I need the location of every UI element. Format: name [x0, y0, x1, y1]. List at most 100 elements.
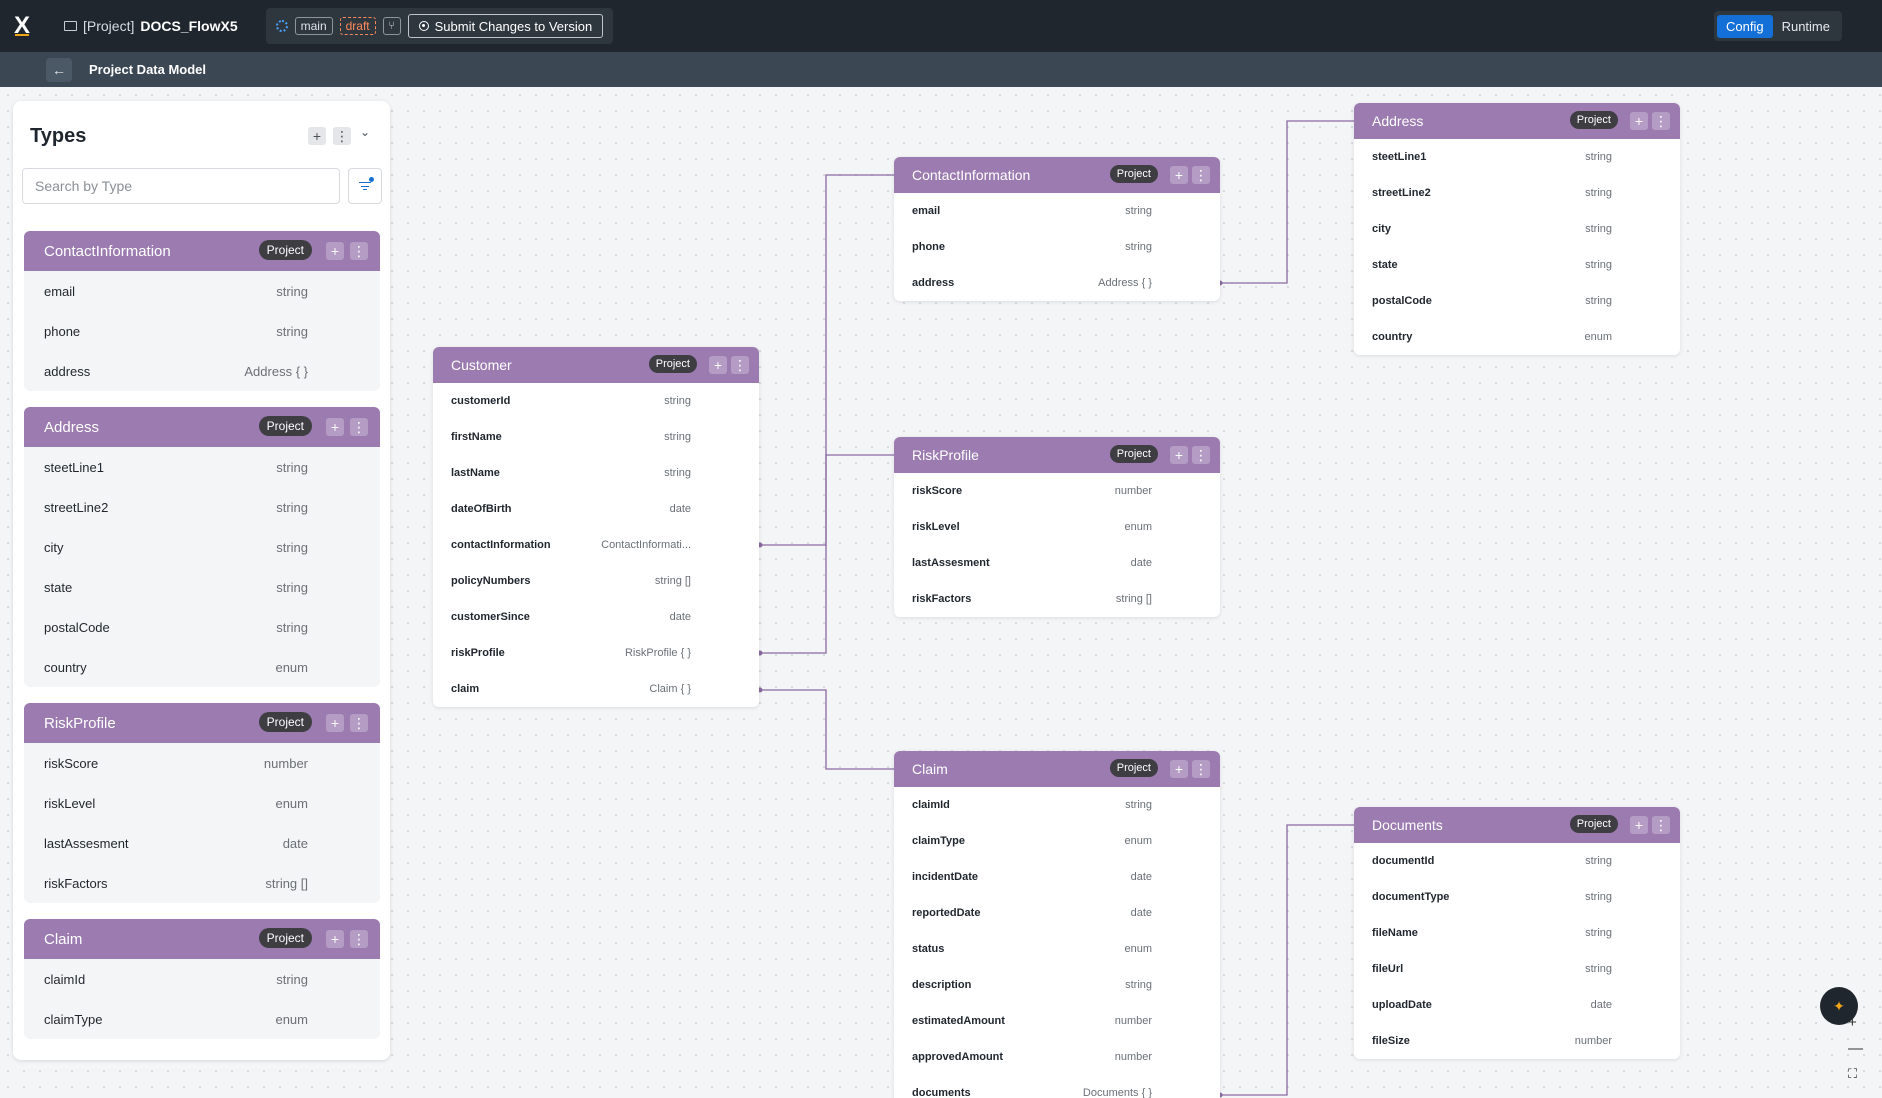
kebab-icon[interactable]: ⋮: [350, 418, 368, 436]
back-button[interactable]: ←: [46, 57, 72, 82]
chevron-down-icon[interactable]: ⌄: [359, 125, 370, 139]
type-card-header[interactable]: ContactInformation Project + ⋮: [24, 231, 380, 271]
kebab-icon[interactable]: ⋮: [1192, 166, 1210, 184]
plus-icon[interactable]: +: [1170, 166, 1188, 184]
mode-config-button[interactable]: Config: [1717, 14, 1773, 38]
type-card-header[interactable]: Claim Project + ⋮: [24, 919, 380, 959]
mode-runtime-button[interactable]: Runtime: [1781, 18, 1830, 34]
plus-icon[interactable]: +: [1170, 446, 1188, 464]
entity-card-header[interactable]: Claim Project + ⋮: [894, 751, 1220, 787]
plus-icon[interactable]: +: [1630, 112, 1648, 130]
app-logo[interactable]: X: [0, 0, 44, 52]
submit-changes-button[interactable]: Submit Changes to Version: [407, 14, 604, 38]
entity-card-header[interactable]: ContactInformation Project + ⋮: [894, 157, 1220, 193]
git-branch-icon[interactable]: ⑂: [382, 17, 401, 35]
kebab-icon[interactable]: ⋮: [1192, 760, 1210, 778]
entity-card-header[interactable]: RiskProfile Project + ⋮: [894, 437, 1220, 473]
plus-icon[interactable]: +: [326, 714, 344, 732]
plus-icon[interactable]: +: [326, 242, 344, 260]
kebab-icon[interactable]: ⋮: [350, 930, 368, 948]
plus-icon[interactable]: +: [1170, 760, 1188, 778]
entity-card-header[interactable]: Customer Project + ⋮: [433, 347, 759, 383]
kebab-icon[interactable]: ⋮: [731, 356, 749, 374]
types-menu-button[interactable]: ⋮: [333, 127, 351, 145]
kebab-icon[interactable]: ⋮: [1652, 112, 1670, 130]
filter-button[interactable]: [348, 168, 382, 204]
kebab-icon[interactable]: ⋮: [350, 714, 368, 732]
add-type-button[interactable]: +: [308, 127, 326, 145]
plus-icon[interactable]: +: [326, 418, 344, 436]
plus-icon[interactable]: +: [709, 356, 727, 374]
entity-card-header[interactable]: Address Project + ⋮: [1354, 103, 1680, 139]
type-card-header[interactable]: Address Project + ⋮: [24, 407, 380, 447]
plus-icon[interactable]: +: [1630, 816, 1648, 834]
project-title[interactable]: [Project] DOCS_FlowX5: [64, 18, 238, 34]
plus-icon[interactable]: +: [326, 930, 344, 948]
ai-assistant-button[interactable]: ✦: [1820, 987, 1858, 1025]
zoom-in-button[interactable]: +: [1848, 1014, 1857, 1031]
entity-card-header[interactable]: Documents Project + ⋮: [1354, 807, 1680, 843]
branch-badge[interactable]: main: [294, 17, 333, 35]
zoom-out-button[interactable]: —: [1848, 1040, 1863, 1057]
fit-view-icon[interactable]: ⛶: [1848, 1066, 1858, 1081]
kebab-icon[interactable]: ⋮: [1652, 816, 1670, 834]
